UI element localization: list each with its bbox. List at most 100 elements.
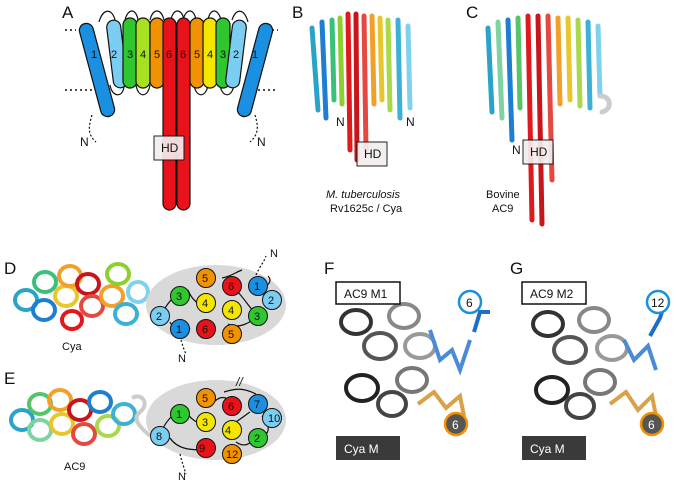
- helix-number: 5: [154, 49, 160, 61]
- loop: [231, 10, 249, 23]
- helix-circle-label: 1: [176, 409, 182, 421]
- helix-circle-label: 9: [199, 443, 205, 455]
- helix-ribbon: [369, 13, 377, 107]
- helix-ribbon: [597, 93, 612, 115]
- break-mark: //: [235, 375, 244, 389]
- panel-c-letter: C: [466, 3, 478, 22]
- helix-circle-label: 2: [156, 311, 162, 323]
- helix-circle-label: 5: [228, 329, 234, 341]
- cya-structure-cartoon: [309, 11, 413, 163]
- cya-top-view-cartoon: [13, 262, 150, 331]
- helix-circle-label: 12: [651, 296, 665, 310]
- loop: [207, 10, 222, 21]
- organism-caption: M. tuberculosis: [326, 189, 400, 201]
- n-tail: [88, 114, 97, 143]
- ac9-m1-box: [335, 281, 401, 305]
- helix-circle-label: 4: [202, 298, 208, 310]
- n-terminus-label: N: [270, 248, 278, 260]
- helix-ribbon: [485, 25, 495, 115]
- overlay-cartoon: [339, 302, 490, 418]
- helix-ribbon: [575, 17, 583, 109]
- helix-number: 3: [127, 49, 133, 61]
- helix-ribbon: [535, 13, 545, 227]
- helix-circle-label: 3: [202, 417, 208, 429]
- helix-number: 5: [194, 49, 200, 61]
- panel-g: G AC9 M2 12 6 Cya M: [510, 259, 671, 460]
- helix-circle-label: 6: [228, 281, 234, 293]
- panel-a: A N N 1 2: [62, 3, 278, 211]
- hd-label: HD: [364, 147, 382, 161]
- loop: [182, 10, 197, 21]
- panel-e-letter: E: [4, 369, 15, 388]
- hd-label: HD: [530, 145, 548, 159]
- hd-box: [153, 135, 185, 161]
- tm-helix-2: [225, 19, 247, 89]
- helix-circle-label: 4: [225, 425, 231, 437]
- n-terminus-label: N: [178, 353, 186, 365]
- helix-circle-label: 6: [228, 401, 234, 413]
- helix-ribbon: [495, 19, 505, 121]
- n-terminus-label: N: [257, 135, 266, 149]
- ac9-m2-label: AC9 M2: [530, 287, 574, 301]
- helix-ribbon: [505, 17, 515, 143]
- ac9-m2-box: [521, 281, 587, 305]
- helix-number: 2: [233, 49, 239, 61]
- hd-box: [356, 141, 388, 167]
- cya-m-label: Cya M: [530, 442, 565, 456]
- n-terminus-label: N: [80, 135, 89, 149]
- cya-m-box: [522, 436, 586, 460]
- tm-helix-6: [162, 17, 177, 211]
- helix-ribbon: [337, 15, 345, 107]
- helix-number: 1: [252, 49, 258, 61]
- helix-circle-label: 6: [452, 418, 459, 432]
- panel-e: E AC9 N //: [4, 369, 286, 483]
- ac9-m1-label: AC9 M1: [344, 287, 388, 301]
- panel-d-letter: D: [4, 259, 16, 278]
- helix-number: 3: [220, 49, 226, 61]
- tm-helix-6: [176, 17, 191, 211]
- helix-circle-label: 6: [202, 324, 208, 336]
- helix-circle-label: 2: [268, 295, 274, 307]
- panel-a-letter: A: [62, 3, 74, 22]
- helix-circle-label: 1: [176, 324, 182, 336]
- loop: [149, 10, 165, 21]
- helix-number: 1: [91, 49, 97, 61]
- helix-ribbon: [405, 23, 413, 111]
- helix-ribbon: [329, 17, 337, 103]
- helix-circle-label: 1: [254, 281, 260, 293]
- n-terminus-label: N: [178, 471, 186, 483]
- helix-circle-label: 4: [228, 305, 234, 317]
- hd-label: HD: [161, 141, 179, 155]
- panel-b-letter: B: [292, 3, 303, 22]
- n-tail: [255, 255, 267, 276]
- helix-circle-label: 6: [648, 418, 655, 432]
- cya-m-label: Cya M: [344, 442, 379, 456]
- loop: [135, 84, 151, 96]
- helix-circle-label: 3: [176, 291, 182, 303]
- helix-ribbon: [565, 15, 573, 103]
- helix-circle-label: 12: [226, 449, 238, 461]
- panel-c: C N HD Bovine AC9: [466, 3, 612, 227]
- helix-ribbon: [595, 23, 603, 99]
- helix-circle-label: 8: [156, 431, 162, 443]
- panel-d: D Cya N N: [4, 248, 286, 365]
- hd-box: [522, 139, 554, 165]
- helix-ribbon: [353, 11, 360, 163]
- n-terminus-label: N: [336, 115, 345, 129]
- helix-ribbon: [385, 17, 393, 113]
- panel-g-letter: G: [510, 259, 523, 278]
- loop: [124, 10, 139, 21]
- helix-number: 4: [207, 49, 213, 61]
- helix-ribbon: [319, 19, 329, 121]
- helix-ribbon: [377, 15, 385, 103]
- loop: [109, 84, 125, 96]
- helix-number: 6: [180, 49, 186, 61]
- protein-caption: AC9: [492, 203, 513, 215]
- structure-caption: AC9: [64, 461, 85, 473]
- overlay-cartoon: [531, 305, 666, 420]
- helix-ribbon: [525, 13, 535, 223]
- helix-ribbon: [515, 15, 523, 111]
- helix-number: 6: [166, 49, 172, 61]
- helix-circle-label: 2: [254, 433, 260, 445]
